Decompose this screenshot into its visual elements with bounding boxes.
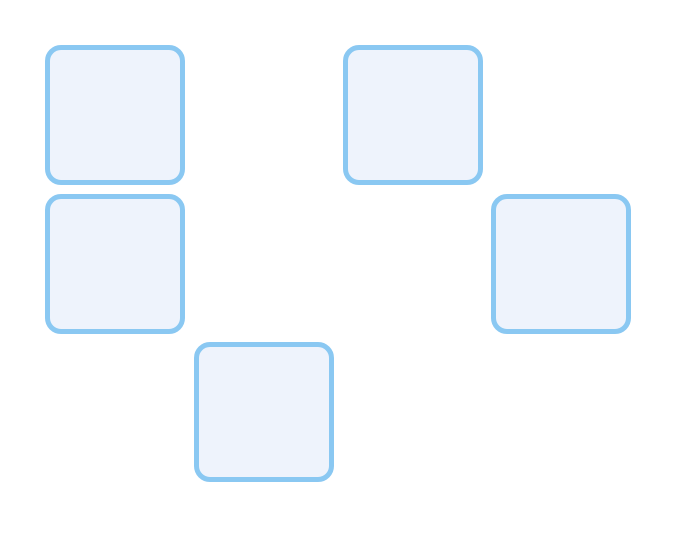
tile-r2-c4[interactable] <box>491 194 631 334</box>
tile-r1-c1[interactable] <box>45 45 185 185</box>
tile-r3-c2[interactable] <box>194 342 334 482</box>
tile-r2-c1[interactable] <box>45 194 185 334</box>
tile-r1-c3[interactable] <box>343 45 483 185</box>
